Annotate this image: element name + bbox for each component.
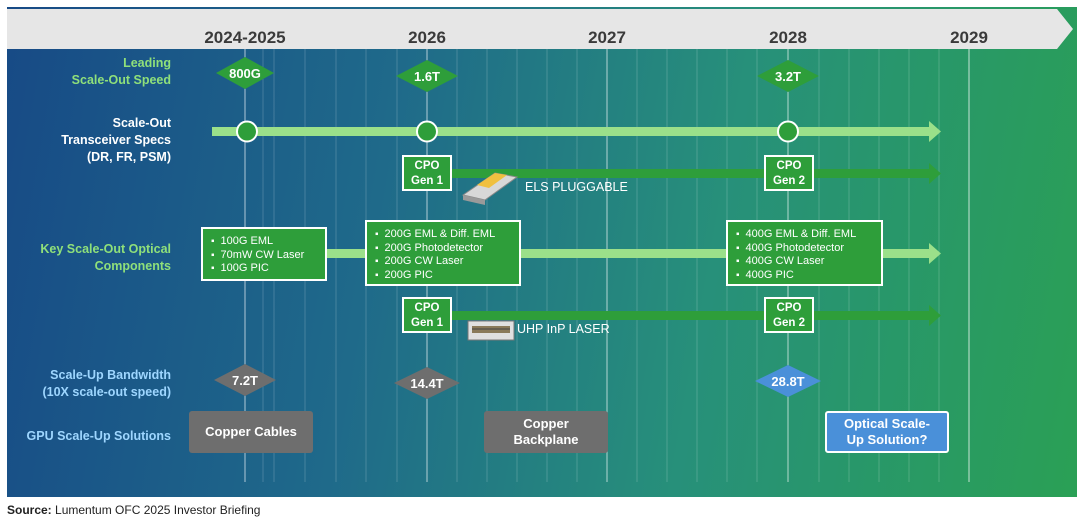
bandwidth-value: 7.2T — [231, 373, 258, 388]
els-arrow-shaft — [452, 169, 932, 178]
cpo-gen1-els: CPO Gen 1 — [402, 155, 452, 191]
row-label-line: Transceiver Specs — [61, 133, 171, 147]
year-label: 2026 — [408, 28, 446, 47]
uhp-arrow-head — [929, 305, 941, 326]
components-arrow-shaft — [325, 249, 932, 258]
components-arrow-head — [929, 243, 941, 264]
speed-value: 800G — [229, 66, 261, 81]
cpo-gen2-els: CPO Gen 2 — [764, 155, 814, 191]
milestone-dot-2024 — [236, 120, 258, 143]
bw-diamond-14-4t — [394, 367, 460, 399]
cpo-line: Gen 2 — [773, 317, 805, 329]
components-200g: 200G EML & Diff. EML 200G Photodetector … — [365, 220, 521, 286]
transceiver-arrow-head — [929, 121, 941, 142]
row-label-line: Scale-Up Bandwidth — [50, 368, 171, 382]
solution-line: Backplane — [513, 432, 579, 447]
els-arrow-head — [929, 163, 941, 184]
copper-backplane-box: Copper Backplane — [484, 411, 608, 453]
roadmap-panel: 2024-2025 2026 2027 2028 2029 Leading Sc… — [7, 7, 1077, 497]
component-item: 200G Photodetector — [375, 242, 513, 256]
row-label-leading-speed: Leading Scale-Out Speed — [37, 55, 171, 89]
component-item: 400G PIC — [736, 269, 875, 283]
component-item: 200G PIC — [375, 269, 513, 283]
speed-diamond-800g — [216, 57, 274, 89]
cpo-line: Gen 1 — [411, 175, 443, 187]
cpo-gen1-uhp: CPO Gen 1 — [402, 297, 452, 333]
optical-solution-box: Optical Scale- Up Solution? — [825, 411, 949, 453]
milestone-dot-2028 — [777, 120, 799, 143]
bw-diamond-7-2t — [214, 364, 276, 396]
uhp-arrow-shaft — [452, 311, 932, 320]
transceiver-arrow-shaft — [212, 127, 932, 136]
components-100g: 100G EML 70mW CW Laser 100G PIC — [201, 227, 327, 281]
speed-value: 1.6T — [413, 69, 440, 84]
components-400g: 400G EML & Diff. EML 400G Photodetector … — [726, 220, 883, 286]
milestone-dot-2026 — [416, 120, 438, 143]
roadmap-graphics — [7, 9, 1073, 482]
speed-diamond-1-6t — [396, 60, 458, 92]
solution-line: Up Solution? — [846, 432, 928, 447]
row-label-components: Key Scale-Out Optical Components — [17, 241, 171, 275]
row-label-line: Leading — [123, 56, 171, 70]
row-label-line: (10X scale-out speed) — [42, 385, 171, 399]
cpo-line: CPO — [776, 160, 802, 172]
speed-diamond-3-2t — [757, 60, 819, 92]
bandwidth-value: 14.4T — [410, 376, 444, 391]
year-lines — [244, 47, 970, 482]
uhp-laser-label: UHP InP LASER — [517, 322, 610, 336]
els-pluggable-label: ELS PLUGGABLE — [525, 180, 628, 194]
row-label-line: Key Scale-Out Optical — [40, 242, 171, 256]
row-label-line: (DR, FR, PSM) — [86, 150, 171, 164]
bw-diamond-28-8t — [755, 365, 821, 397]
year-label: 2028 — [769, 28, 807, 47]
uhp-laser-icon — [467, 320, 515, 341]
component-item: 100G EML — [211, 235, 319, 249]
solution-line: Copper — [523, 416, 569, 431]
cpo-gen2-uhp: CPO Gen 2 — [764, 297, 814, 333]
component-item: 400G EML & Diff. EML — [736, 228, 875, 242]
solution-line: Optical Scale- — [844, 416, 930, 431]
row-label-scaleup-bandwidth: Scale-Up Bandwidth (10X scale-out speed) — [17, 367, 171, 401]
timeline-arrow — [7, 9, 1073, 49]
component-item: 70mW CW Laser — [211, 249, 319, 263]
source-text: Lumentum OFC 2025 Investor Briefing — [51, 503, 261, 517]
copper-cables-box: Copper Cables — [189, 411, 313, 453]
row-label-line: Scale-Out Speed — [71, 73, 171, 87]
row-label-gpu-solutions: GPU Scale-Up Solutions — [26, 429, 171, 443]
bandwidth-value: 28.8T — [771, 374, 805, 389]
row-label-line: Scale-Out — [112, 116, 171, 130]
cpo-line: CPO — [414, 302, 440, 314]
year-label: 2024-2025 — [204, 28, 286, 47]
row-label-transceiver: Scale-Out Transceiver Specs (DR, FR, PSM… — [37, 115, 171, 166]
cpo-line: Gen 2 — [773, 175, 805, 187]
source-prefix: Source: — [7, 503, 52, 517]
cpo-line: CPO — [776, 302, 802, 314]
cpo-line: CPO — [414, 160, 440, 172]
component-item: 400G CW Laser — [736, 255, 875, 269]
els-pluggable-icon — [461, 172, 519, 205]
component-item: 100G PIC — [211, 262, 319, 276]
component-item: 200G EML & Diff. EML — [375, 228, 513, 242]
year-label: 2029 — [950, 28, 988, 47]
year-label: 2027 — [588, 28, 626, 47]
cpo-line: Gen 1 — [411, 317, 443, 329]
component-item: 200G CW Laser — [375, 255, 513, 269]
source-note: Source: Lumentum OFC 2025 Investor Brief… — [7, 503, 260, 517]
component-item: 400G Photodetector — [736, 242, 875, 256]
row-label-line: Components — [94, 259, 171, 273]
speed-value: 3.2T — [774, 69, 801, 84]
